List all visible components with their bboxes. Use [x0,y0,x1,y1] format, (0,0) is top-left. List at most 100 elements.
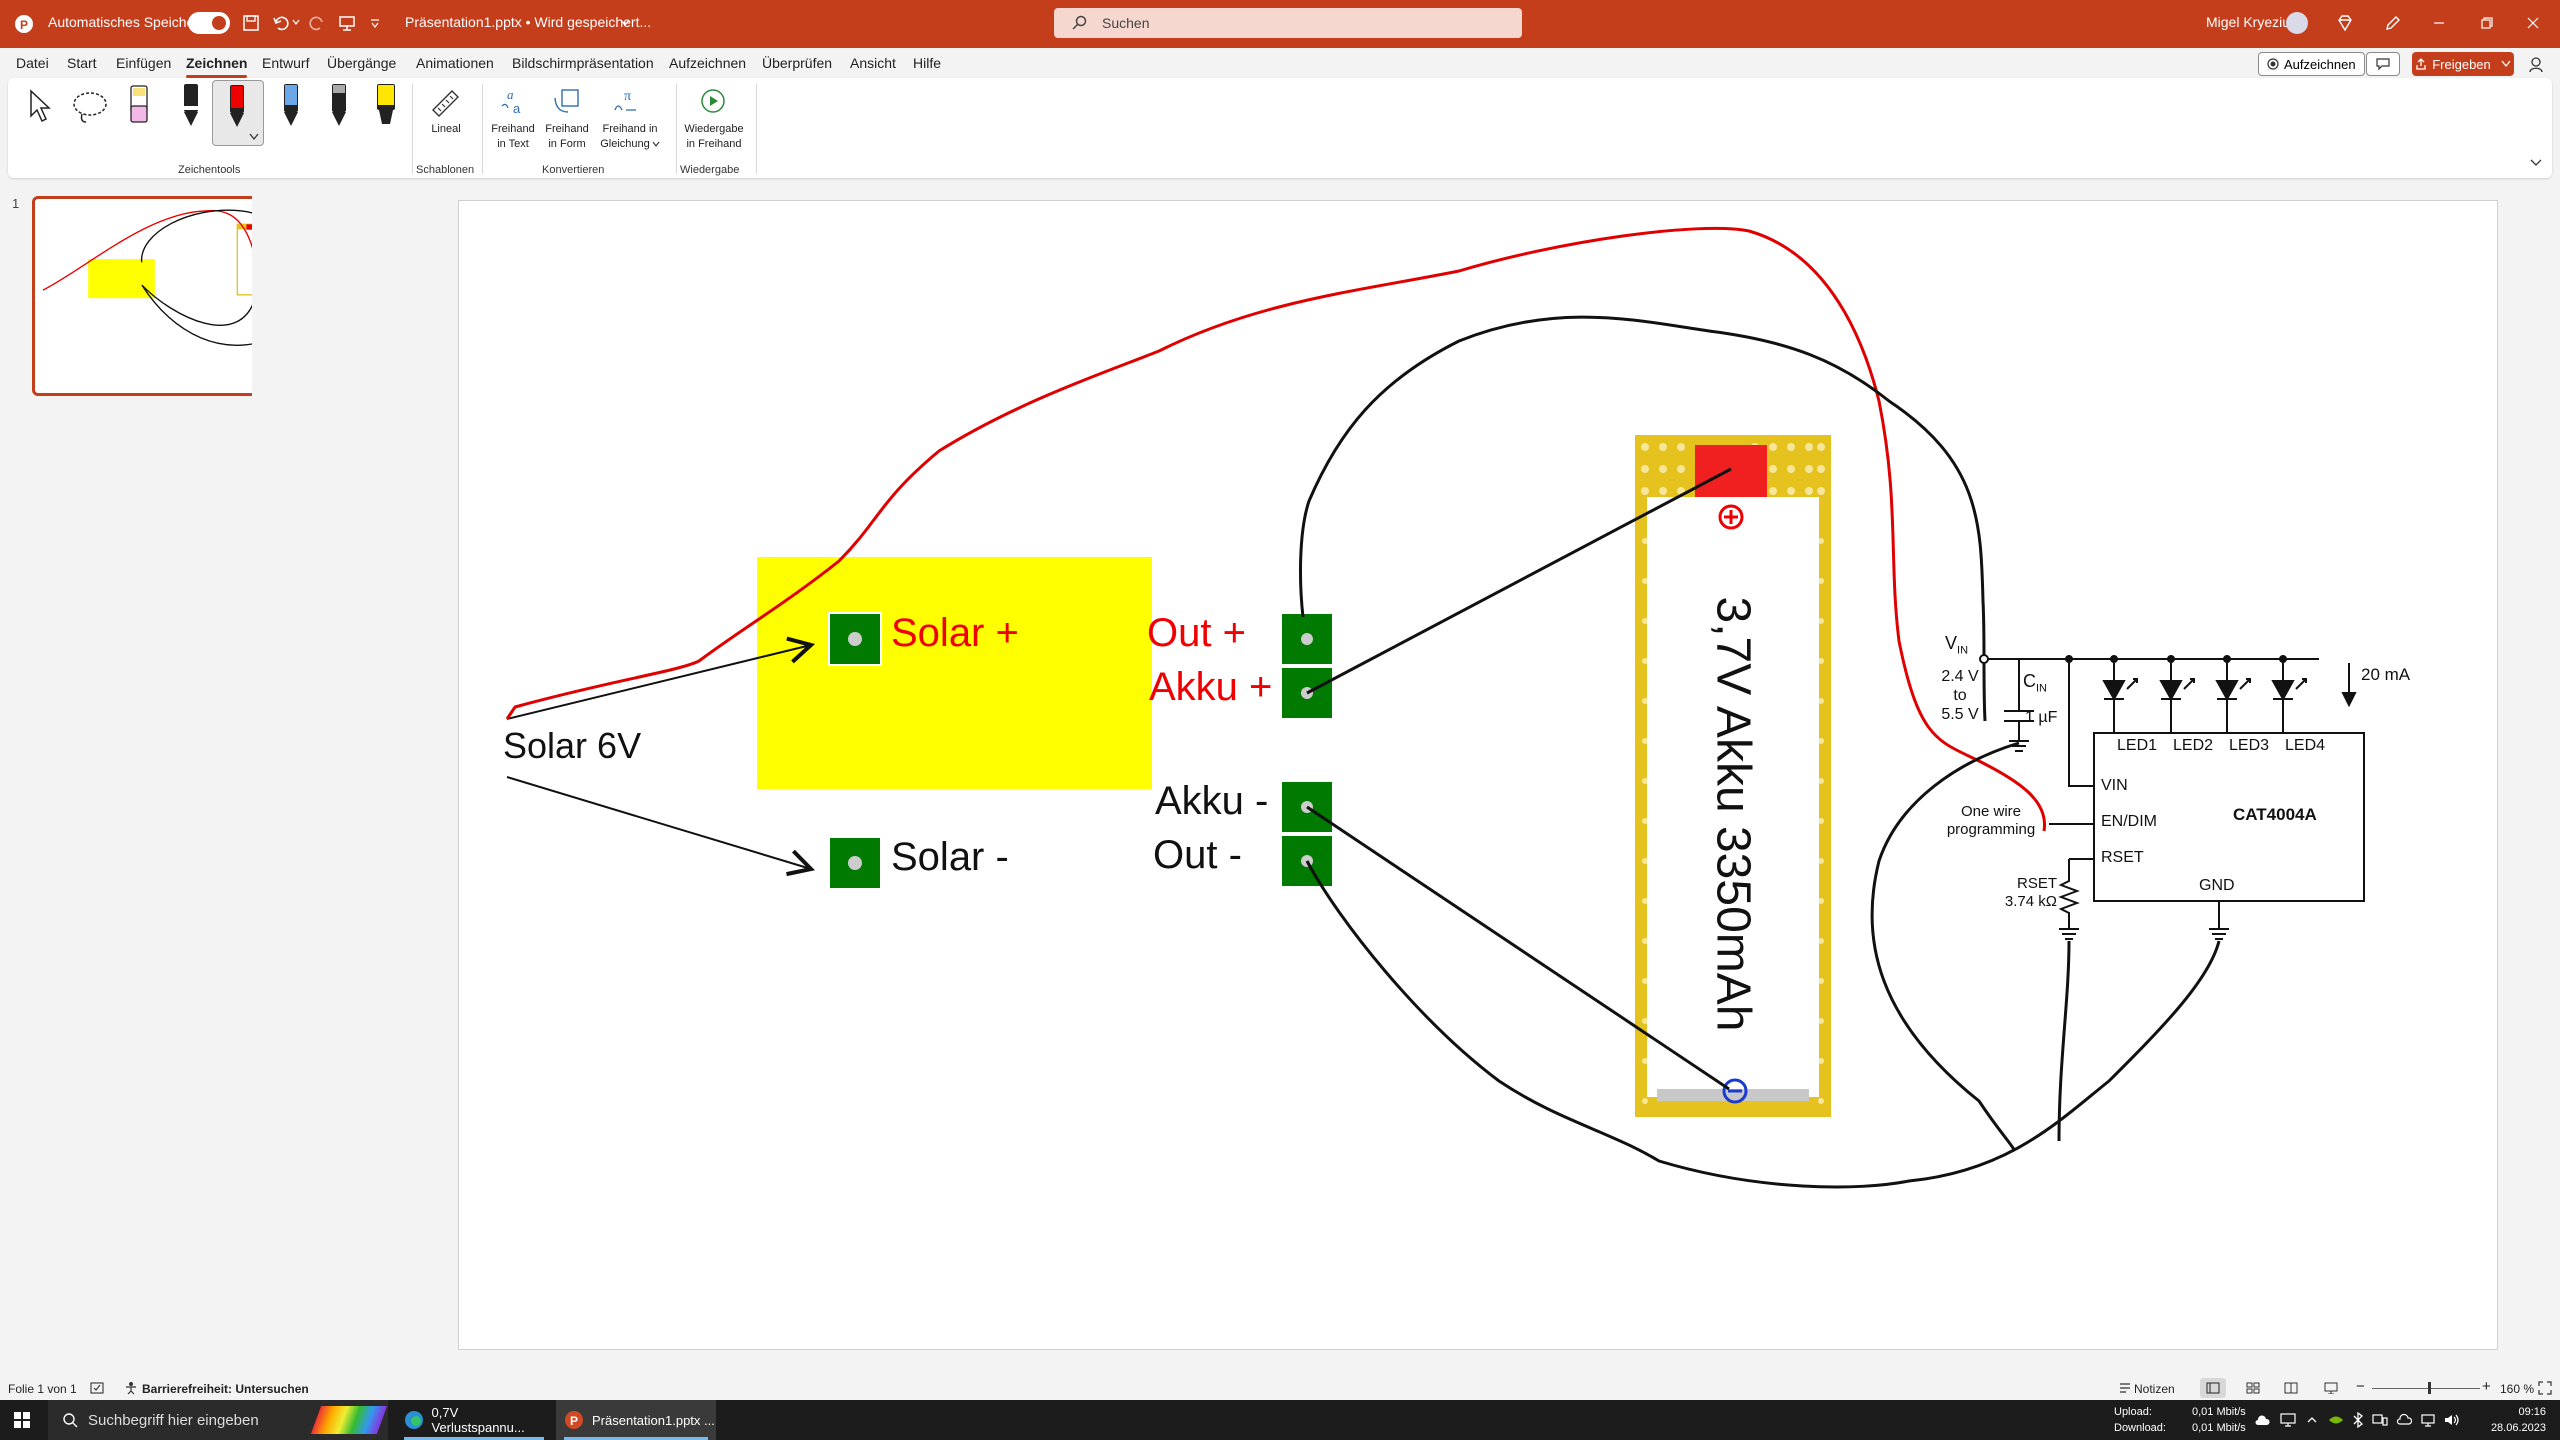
record-button[interactable]: Aufzeichnen [2258,52,2365,76]
tab-zeichnen[interactable]: Zeichnen [186,55,248,78]
ink-replay-icon[interactable] [698,86,728,116]
ink-to-shape-label-2[interactable]: in Form [548,138,586,150]
clock-time[interactable]: 09:16 [2518,1406,2546,1418]
ink-replay-label-2[interactable]: in Freihand [686,138,742,150]
present-icon[interactable] [338,14,356,32]
avatar[interactable] [2286,12,2308,34]
ink-to-math-label-1[interactable]: Freihand in [602,123,658,135]
zoom-slider-thumb[interactable] [2428,1382,2431,1394]
chevron-down-icon[interactable] [249,133,259,141]
windows-start-icon[interactable] [14,1412,30,1428]
spellcheck-icon[interactable] [90,1381,104,1395]
share-label: Freigeben [2432,56,2491,72]
chevron-up-icon[interactable] [2306,1414,2318,1426]
fit-to-window-icon[interactable] [2538,1381,2552,1395]
task-indicator [564,1437,708,1440]
tab-hilfe[interactable]: Hilfe [913,55,942,71]
ink-replay-label-1[interactable]: Wiedergabe [684,123,744,135]
search-box[interactable]: Suchen [1054,8,1522,38]
svg-text:π: π [624,89,631,104]
zoom-in-button[interactable]: + [2482,1378,2491,1395]
select-pointer-icon[interactable] [26,88,56,124]
taskbar-search-box[interactable]: Suchbegriff hier eingeben [48,1400,388,1440]
ribbon-collapse-chevron-icon[interactable] [2530,158,2542,168]
minimize-icon[interactable] [2432,16,2446,30]
ink-to-shape-label-1[interactable]: Freihand [545,123,589,135]
premium-diamond-icon[interactable] [2336,14,2354,32]
close-icon[interactable] [2526,16,2540,30]
ruler-icon[interactable] [430,88,460,118]
pen-galaxy-icon[interactable] [278,82,304,128]
taskbar-task-powerpoint[interactable]: P Präsentation1.pptx ... [556,1400,716,1440]
cloud-sync-icon[interactable] [2396,1413,2412,1427]
tab-ueberpruefen[interactable]: Überprüfen [762,55,833,71]
share-button[interactable]: Freigeben [2412,52,2514,76]
undo-icon[interactable] [272,14,290,32]
reading-view-icon[interactable] [2284,1382,2298,1394]
accessibility-icon[interactable] [124,1381,138,1395]
tab-datei[interactable]: Datei [16,55,49,71]
one-wire-2: programming [1946,821,2036,838]
undo-dropdown-icon[interactable] [292,18,300,26]
ruler-label[interactable]: Lineal [431,123,461,135]
share-dropdown-icon[interactable] [2501,60,2511,68]
net-download-label: Download: [2114,1422,2166,1434]
tab-entwurf[interactable]: Entwurf [262,55,310,71]
tab-animationen[interactable]: Animationen [416,55,494,71]
clock-date[interactable]: 28.06.2023 [2490,1422,2546,1434]
tab-ansicht[interactable]: Ansicht [850,55,896,71]
terminal-akku-plus[interactable] [1280,666,1334,720]
zoom-slider[interactable] [2372,1388,2480,1389]
customize-toolbar-icon[interactable] [370,18,380,28]
user-name[interactable]: Migel Kryeziu [2206,14,2291,30]
pen-black-icon[interactable] [178,82,204,128]
nvidia-icon[interactable] [2328,1413,2344,1427]
restore-icon[interactable] [2480,16,2494,30]
label-chip: CAT4004A [2233,805,2317,824]
comments-button[interactable] [2366,52,2400,76]
slide-sorter-icon[interactable] [2246,1382,2260,1394]
ink-to-text-label-2[interactable]: in Text [497,138,529,150]
notes-icon[interactable] [2118,1381,2132,1395]
ink-to-math-icon[interactable]: π [612,86,642,116]
charger-module-board[interactable] [757,557,1152,789]
tab-start[interactable]: Start [67,55,97,71]
pen-icon[interactable] [2384,14,2402,32]
ink-to-text-label-1[interactable]: Freihand [491,123,535,135]
pencil-icon[interactable] [326,82,352,128]
cloud-icon[interactable] [2254,1414,2270,1426]
tab-aufzeichnen[interactable]: Aufzeichnen [669,55,747,71]
devices-icon[interactable] [2372,1413,2388,1427]
tab-bildschirmpraesentation[interactable]: Bildschirmpräsentation [512,55,654,71]
slide-canvas[interactable]: Solar + Solar - Out + Akku + Akku - Out … [458,200,2498,1350]
tab-einfuegen[interactable]: Einfügen [116,55,172,71]
tab-uebergaenge[interactable]: Übergänge [327,55,397,71]
ink-to-math-label-2[interactable]: Gleichung [600,138,650,150]
coauthor-icon[interactable] [2528,56,2546,74]
save-icon[interactable] [242,14,260,32]
ink-to-shape-icon[interactable] [552,86,582,116]
volume-icon[interactable] [2444,1413,2460,1427]
net-upload-value: 0,01 Mbit/s [2192,1406,2246,1418]
network-icon[interactable] [2420,1413,2436,1427]
autosave-toggle[interactable] [188,12,230,34]
lasso-select-icon[interactable] [70,90,110,126]
zoom-level[interactable]: 160 % [2500,1382,2535,1396]
document-title[interactable]: Präsentation1.pptx • Wird gespeichert... [405,14,652,30]
chevron-down-icon[interactable] [620,19,630,27]
highlighter-icon[interactable] [372,82,400,128]
notes-button[interactable]: Notizen [2134,1382,2175,1396]
taskbar-task-browser[interactable]: 0,7V Verlustspannu... [396,1400,552,1440]
slideshow-view-icon[interactable] [2324,1382,2338,1394]
ink-to-text-icon[interactable]: aa [498,86,528,116]
eraser-icon[interactable] [126,84,152,128]
bluetooth-icon[interactable] [2352,1412,2364,1428]
normal-view-button[interactable] [2200,1378,2226,1398]
pen-red-selected[interactable] [212,80,264,146]
chevron-down-icon[interactable] [652,141,660,147]
zoom-out-button[interactable]: − [2356,1378,2365,1395]
display-icon[interactable] [2280,1413,2296,1427]
accessibility-status[interactable]: Barrierefreiheit: Untersuchen [142,1382,309,1396]
redo-icon[interactable] [308,14,326,32]
battery-plus-contact [1695,445,1767,497]
